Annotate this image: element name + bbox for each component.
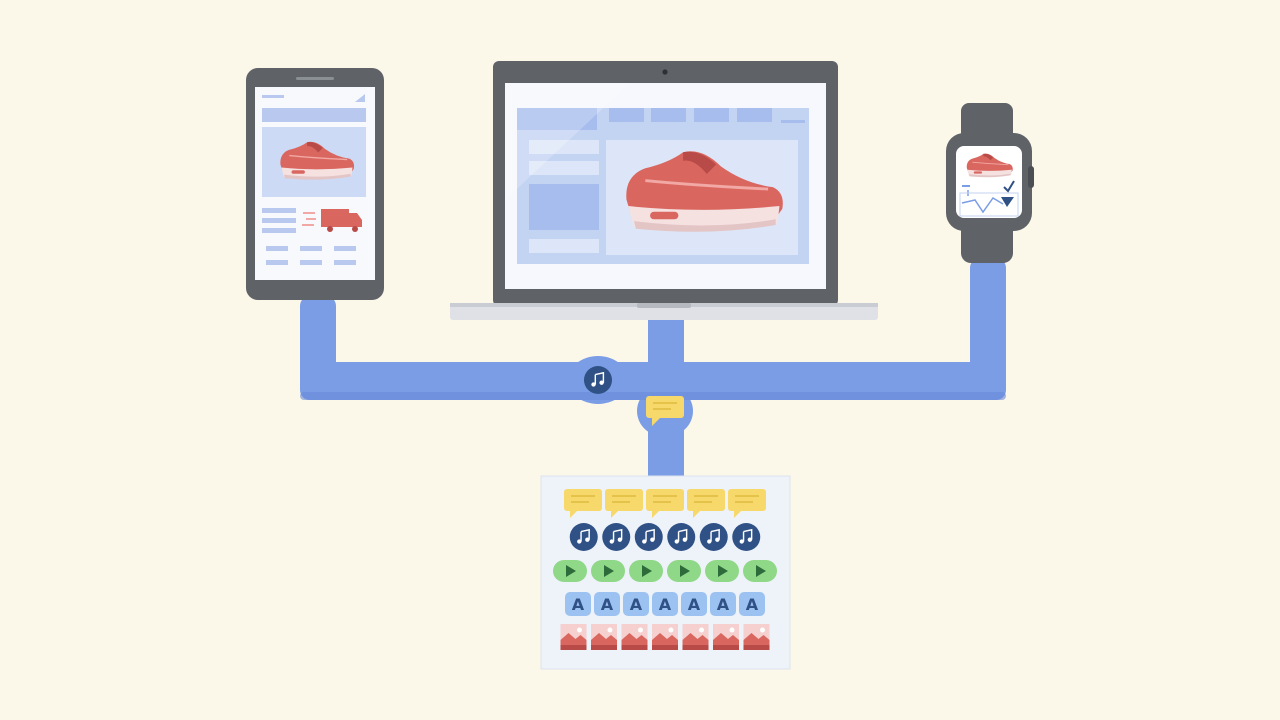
svg-text:A: A (717, 595, 730, 614)
play-icon (629, 560, 663, 582)
text-a-icon: A (594, 592, 620, 616)
play-icon (705, 560, 739, 582)
laptop-icon (450, 61, 878, 320)
music-note-icon (584, 366, 612, 394)
tablet-icon (246, 68, 384, 300)
chat-bubble-icon (728, 489, 766, 518)
chat-bubble-icon (646, 396, 684, 426)
image-icon (713, 624, 739, 650)
video-play-row (553, 560, 777, 582)
play-icon (743, 560, 777, 582)
image-icon (591, 624, 617, 650)
svg-text:A: A (630, 595, 643, 614)
music-note-icon (667, 523, 696, 551)
play-icon (667, 560, 701, 582)
svg-text:A: A (688, 595, 701, 614)
image-row (560, 624, 770, 650)
image-icon (560, 624, 587, 650)
chat-bubble-icon (564, 489, 602, 518)
music-note-icon (634, 523, 663, 551)
music-note-row (569, 523, 761, 551)
image-icon (682, 624, 709, 650)
svg-text:A: A (601, 595, 614, 614)
music-note-icon (732, 523, 761, 551)
text-a-icon: A (681, 592, 707, 616)
play-icon (553, 560, 587, 582)
chat-bubble-icon (687, 489, 725, 518)
svg-text:A: A (746, 595, 759, 614)
text-a-icon: A (652, 592, 678, 616)
svg-text:A: A (572, 595, 585, 614)
watch-icon (946, 103, 1034, 263)
image-icon (743, 624, 770, 650)
text-a-icon: A (623, 592, 649, 616)
music-note-icon (602, 523, 631, 551)
text-a-icon: A (739, 592, 765, 616)
svg-text:A: A (659, 595, 672, 614)
image-icon (652, 624, 678, 650)
image-icon (621, 624, 648, 650)
text-a-icon: A (565, 592, 591, 616)
delivery-truck-icon (302, 209, 362, 232)
music-note-icon (569, 523, 598, 551)
text-a-icon: A (710, 592, 736, 616)
play-icon (591, 560, 625, 582)
music-note-icon (699, 523, 728, 551)
chat-bubble-icon (646, 489, 684, 518)
chat-bubble-icon (605, 489, 643, 518)
chat-bubble-row (564, 489, 766, 518)
